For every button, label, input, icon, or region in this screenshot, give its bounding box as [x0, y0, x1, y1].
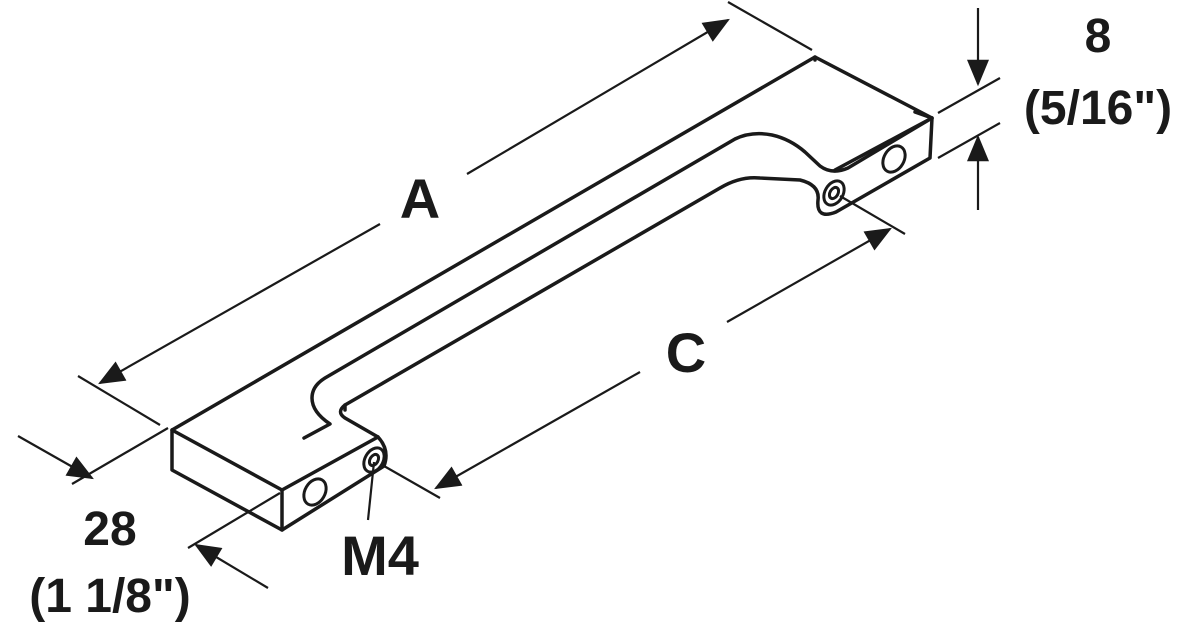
- dim-c-extension-left: [383, 465, 441, 499]
- dim-c-line-upper: [726, 227, 892, 323]
- right-leg-edge: [813, 55, 934, 172]
- dimension-lines: [17, 1, 1001, 589]
- label-height-mm: 8: [1085, 10, 1112, 63]
- hole-right-threaded-inner: [827, 185, 841, 201]
- dim-height-extension-top: [937, 77, 1001, 114]
- label-m4: M4: [341, 524, 419, 587]
- label-c: C: [666, 321, 706, 384]
- handle-slot-edge: [302, 110, 934, 440]
- label-a: A: [400, 167, 440, 230]
- dim-a-extension-right: [727, 1, 813, 51]
- hole-left-threaded-inner: [367, 452, 381, 468]
- handle-body: [170, 55, 934, 532]
- dim-c-line-lower: [434, 371, 641, 490]
- dim-depth-arrow-top: [17, 435, 94, 480]
- label-depth-in: (1 1/8"): [29, 570, 190, 623]
- dim-a-extension-left: [77, 375, 161, 426]
- hole-right-outer: [881, 144, 907, 174]
- dim-a-line-upper: [466, 18, 730, 175]
- dim-depth-extension-bottom: [187, 492, 281, 549]
- dim-c-extension-right: [839, 195, 906, 235]
- handle-outline: [170, 55, 934, 532]
- thread-leader: [366, 461, 376, 521]
- mounting-holes: [302, 144, 907, 507]
- dim-height-extension-bottom: [937, 122, 1001, 159]
- label-height-in: (5/16"): [1024, 82, 1172, 135]
- hole-left-outer: [302, 477, 328, 507]
- dim-depth-arrow-bottom: [194, 543, 269, 589]
- dim-a-line-lower: [98, 223, 381, 385]
- label-depth-mm: 28: [83, 503, 136, 556]
